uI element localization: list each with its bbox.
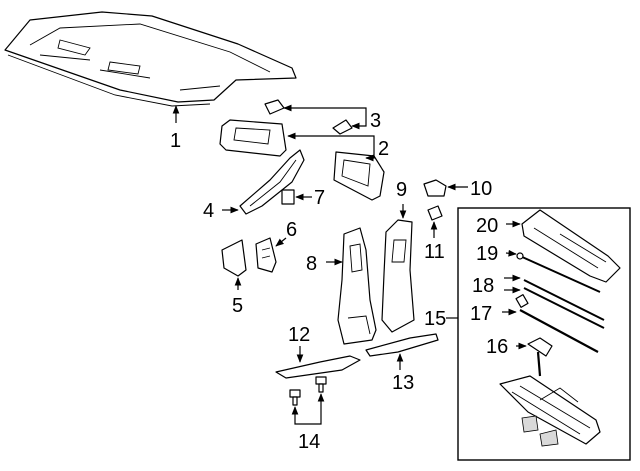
callout-20: 20	[476, 215, 498, 237]
part-14-push-pins	[289, 376, 327, 406]
callout-17: 17	[470, 303, 492, 325]
callout-6: 6	[286, 219, 297, 241]
callout-18: 18	[472, 275, 494, 297]
part-18-extension-rods	[523, 279, 605, 329]
callout-4: 4	[203, 200, 214, 222]
callout-2: 2	[378, 138, 389, 160]
part-5-trim	[221, 239, 247, 277]
callout-9: 9	[396, 179, 407, 201]
part-8-pillar-trim	[337, 227, 377, 345]
leader-3b	[351, 120, 367, 130]
callout-5: 5	[232, 295, 243, 317]
part-3-visor-clips	[264, 99, 353, 135]
part-1-headliner	[4, 11, 297, 107]
scissor-jack	[499, 375, 601, 447]
part-17-jack-handle	[515, 294, 599, 353]
callout-3: 3	[370, 110, 381, 132]
part-19-rod	[516, 252, 601, 293]
part-4-pillar-trim	[239, 149, 305, 215]
leader-14b	[308, 393, 325, 425]
part-10-bracket	[423, 179, 447, 197]
callout-7: 7	[314, 187, 325, 209]
callout-10: 10	[470, 178, 492, 200]
callout-14: 14	[298, 431, 320, 453]
part-6-trim	[255, 237, 277, 273]
part-12-scuff-plate	[275, 355, 361, 379]
part-16-wrench	[527, 337, 553, 377]
part-13-scuff-plate	[365, 333, 439, 357]
callout-8: 8	[306, 253, 317, 275]
leader-14a	[291, 406, 308, 425]
callout-16: 16	[486, 336, 508, 358]
callout-15: 15	[424, 308, 446, 330]
callout-11: 11	[424, 241, 445, 263]
part-2-sun-visors	[219, 119, 385, 201]
callout-19: 19	[476, 243, 498, 265]
leader-19	[505, 249, 517, 257]
part-20-tool-bag	[521, 209, 621, 283]
leader-2b	[365, 148, 375, 162]
leader-2a	[287, 132, 375, 148]
leader-3a	[283, 104, 367, 120]
callout-12: 12	[288, 324, 310, 346]
part-7-clip	[281, 189, 295, 205]
leader-6	[275, 237, 287, 247]
callout-1: 1	[170, 130, 181, 152]
part-9-pillar-trim	[381, 219, 415, 333]
part-11-clip	[427, 205, 443, 221]
jack-kit-box	[457, 207, 631, 461]
callout-13: 13	[392, 372, 414, 394]
